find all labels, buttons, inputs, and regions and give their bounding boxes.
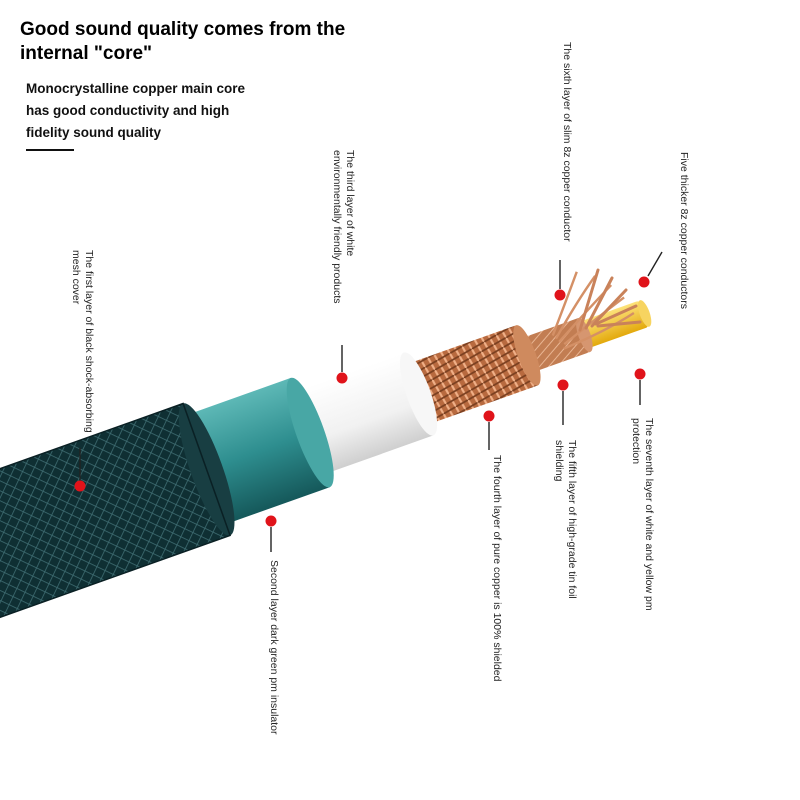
- copper-braid: [403, 325, 541, 426]
- callout-label-mesh: The first layer of black shock-absorbing…: [70, 250, 95, 433]
- marker-dot-thick: [638, 276, 650, 288]
- marker-dot-copper: [483, 410, 495, 422]
- callout-label-thick: Five thicker 8z copper conductors: [678, 152, 690, 309]
- thick-copper-conductors: [578, 268, 642, 332]
- title-underline: [26, 149, 74, 151]
- black-mesh-cover: [0, 402, 235, 643]
- callout-label-copper: The fourth layer of pure copper is 100% …: [491, 455, 503, 682]
- marker-dot-foil: [557, 379, 569, 391]
- marker-dot-white: [336, 372, 348, 384]
- marker-dot-slim: [554, 289, 566, 301]
- marker-dot-mesh: [74, 480, 86, 492]
- callout-label-slim: The sixth layer of slim 8z copper conduc…: [561, 42, 573, 242]
- page-title: Good sound quality comes from the intern…: [20, 19, 346, 64]
- leader-line-thick: [647, 251, 663, 277]
- marker-dot-green: [265, 515, 277, 527]
- cable-illustration: [0, 271, 652, 643]
- page-subtitle: Monocrystalline copper main core has goo…: [26, 81, 246, 140]
- callout-label-foil: The fifth layer of high-grade tin foil s…: [553, 440, 578, 599]
- callout-label-white: The third layer of white environmentally…: [331, 150, 356, 304]
- callout-label-yellow: The seventh layer of white and yellow pm…: [630, 418, 655, 611]
- marker-dot-yellow: [634, 368, 646, 380]
- callout-label-green: Second layer dark green pm insulator: [268, 560, 280, 735]
- callout-leaders: [74, 251, 663, 552]
